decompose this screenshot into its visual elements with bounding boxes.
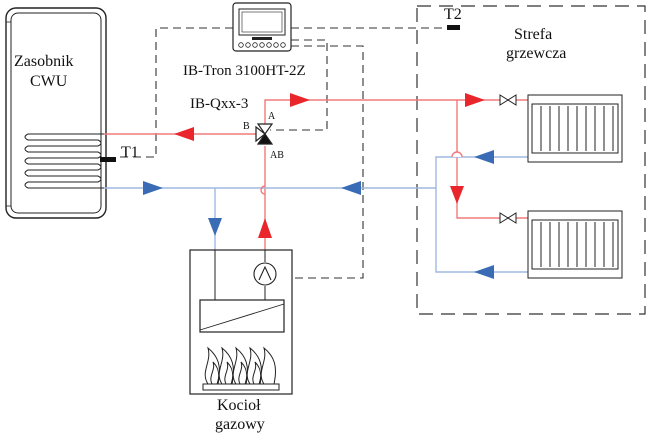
return-pipes [104,156,528,273]
pipe-crossover-2 [451,151,463,158]
heating-zone-boundary [416,5,646,315]
valve-port-b: B [243,121,250,132]
circulation-pump [253,262,277,286]
return-flow-arrows [143,150,494,279]
tank-label-line1: Zasobnik [14,53,74,70]
control-wiring [117,27,448,279]
hot-water-tank [5,7,107,219]
valve-label: IB-Qxx-3 [190,96,249,112]
controller-device[interactable] [232,2,292,52]
valve-port-a: A [268,111,276,122]
valve-port-ab: AB [270,150,284,161]
controller-label: IB-Tron 3100HT-2Z [183,63,306,79]
supply-flow-arrows [174,93,485,238]
radiator-upper [527,94,623,163]
three-way-valve[interactable] [255,123,274,145]
sensor-t2-label: T2 [444,6,462,23]
sensor-t1-label: T1 [121,144,139,161]
radiator-lower [527,210,623,279]
boiler-label-line1: Kocioł [217,397,261,414]
zone-label-line2: grzewcza [506,45,567,62]
tank-label-line2: CWU [30,73,68,90]
sensor-t2-marker [447,25,460,30]
zone-label-line1: Strefa [514,26,553,43]
tank-heating-coil [24,133,104,189]
burner-flames [204,346,277,385]
radiator-valves [499,94,517,224]
sensor-t1-marker [100,157,116,162]
boiler-label-line2: gazowy [215,416,265,433]
supply-pipes [104,99,528,262]
pipe-crossover [260,185,266,195]
